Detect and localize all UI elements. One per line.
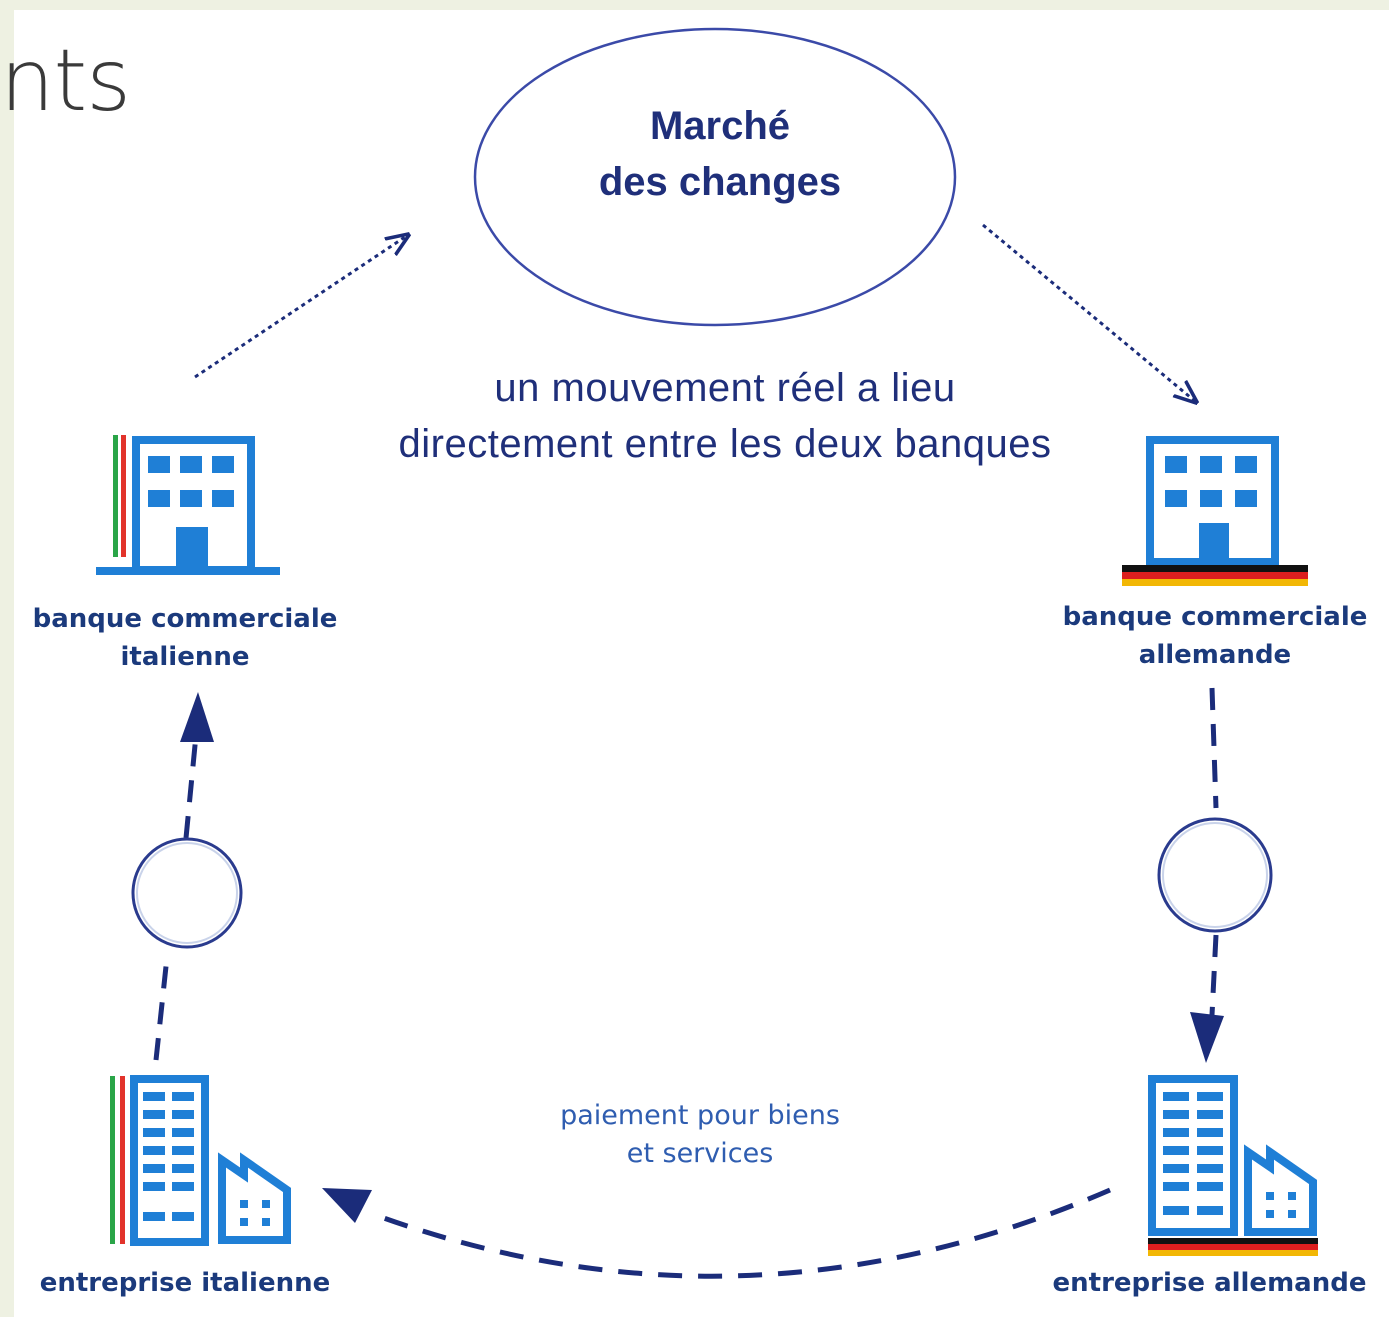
market-label: Marché des changes bbox=[598, 104, 842, 204]
flow-company-it-to-bank-it bbox=[153, 692, 214, 1061]
top-band bbox=[0, 0, 1389, 10]
bank-building-icon-germany bbox=[1122, 436, 1308, 586]
flow-bank-de-to-company-de bbox=[1190, 687, 1224, 1063]
market-ellipse bbox=[473, 27, 957, 327]
flow-payment-de-to-it bbox=[322, 1187, 1111, 1279]
transfer-node-circle-right bbox=[1157, 817, 1273, 933]
arrow-market-to-bank-de bbox=[982, 223, 1196, 402]
slide-title-fragment: nts bbox=[0, 31, 131, 131]
bank-building-icon-italy bbox=[96, 435, 280, 575]
left-band bbox=[0, 0, 14, 1317]
transfer-node-circle-left bbox=[131, 837, 243, 949]
bank-italy-label: banque commerciale italienne bbox=[32, 604, 338, 672]
movement-note: un mouvement réel a lieu directement ent… bbox=[398, 366, 1052, 466]
payment-note: paiement pour biens et services bbox=[560, 1100, 840, 1169]
arrow-bank-it-to-market bbox=[194, 235, 408, 379]
bank-germany-label: banque commerciale allemande bbox=[1062, 602, 1368, 670]
company-building-icon-italy bbox=[110, 1075, 291, 1246]
company-germany-label: entreprise allemande bbox=[1052, 1268, 1367, 1298]
company-building-icon-germany bbox=[1148, 1075, 1318, 1256]
company-italy-label: entreprise italienne bbox=[39, 1268, 331, 1298]
